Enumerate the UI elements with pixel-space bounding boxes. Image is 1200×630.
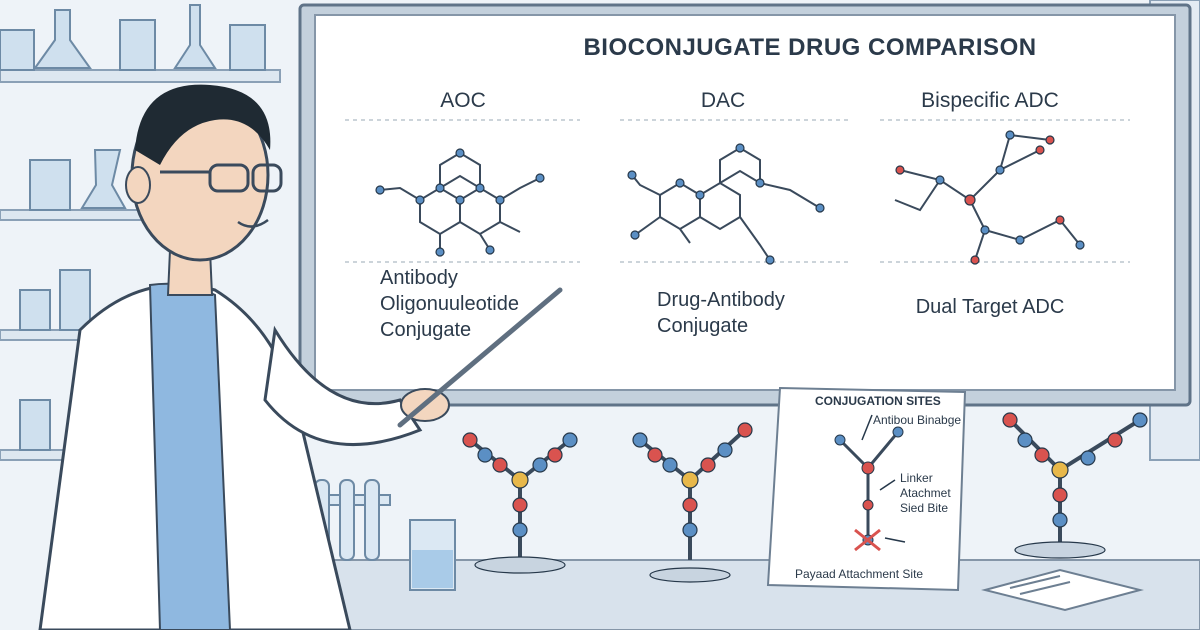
note-label-attachment: Atachmet [900, 486, 951, 500]
note-label-payload-site: Payaad Attachment Site [795, 567, 923, 581]
aoc-desc-line-1: Antibody [380, 267, 458, 289]
aoc-desc-line-2: Oligonuuleotide [380, 293, 519, 315]
dac-desc-line-2: Conjugate [657, 315, 748, 337]
arm [263, 325, 423, 447]
antibody-model-2 [632, 422, 753, 583]
eyeglasses [160, 163, 283, 193]
conjugation-sites-note-card [766, 386, 967, 592]
column-bispecific-adc: Bispecific ADC Dual Target ADC [880, 89, 1130, 318]
beaker [409, 519, 456, 591]
open-notebook [981, 568, 1144, 612]
bispecific-desc-line-1: Dual Target ADC [916, 296, 1065, 318]
column-dac: DAC Drug-Antibody Conjugate [620, 89, 850, 337]
column-aoc: AOC Antibody Oligonuuleotide Conjugate [345, 89, 580, 341]
board-title: BIOCONJUGATE DRUG COMPARISON [583, 34, 1036, 61]
note-card-title: CONJUGATION SITES [815, 394, 941, 408]
ear [125, 166, 151, 204]
pointer-stick [397, 287, 563, 428]
note-label-linker: Linker [900, 471, 933, 485]
whiteboard [298, 3, 1192, 407]
column-heading-bispecific-adc: Bispecific ADC [921, 89, 1059, 112]
antibody-model-1 [462, 432, 578, 574]
antibody-model-3 [1002, 412, 1148, 559]
dac-desc-line-1: Drug-Antibody [657, 289, 785, 311]
aoc-desc-line-3: Conjugate [380, 319, 471, 341]
column-heading-aoc: AOC [440, 89, 486, 112]
note-label-antibody-binding: Antibou Binabge [873, 413, 961, 427]
hair [135, 84, 271, 165]
glassware [0, 4, 266, 451]
column-heading-dac: DAC [701, 89, 745, 112]
smile [237, 218, 269, 228]
note-label-site: Sied Bite [900, 501, 948, 515]
board-atoms [375, 130, 1085, 265]
scientist-figure [38, 84, 563, 630]
